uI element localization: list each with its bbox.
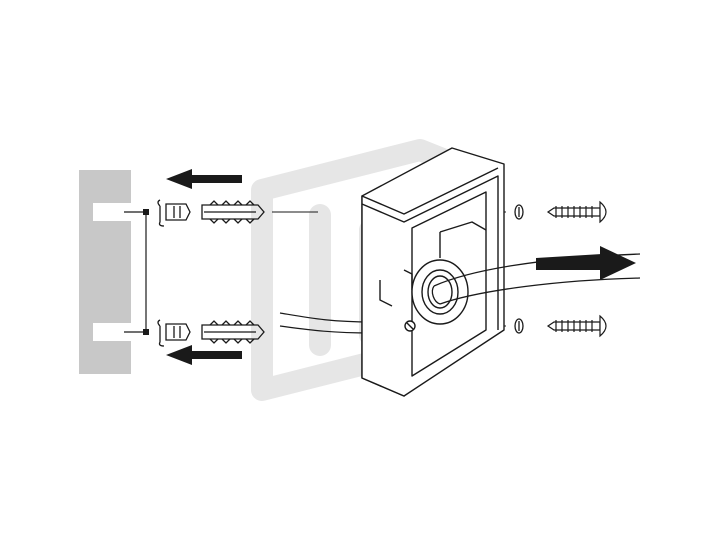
lower-anchor bbox=[157, 319, 191, 347]
lower-screw bbox=[546, 314, 607, 338]
rear-cable bbox=[279, 312, 373, 334]
upper-anchor bbox=[157, 199, 191, 227]
upper-screw bbox=[546, 200, 607, 224]
upper-washer bbox=[514, 204, 524, 220]
lower-wall-plug bbox=[201, 320, 265, 344]
upper-wall-plug bbox=[201, 200, 265, 224]
cable-grommet bbox=[411, 259, 469, 325]
wall-section bbox=[79, 170, 149, 374]
arrow-left-lower bbox=[166, 345, 242, 365]
lower-washer bbox=[514, 318, 524, 334]
arrow-left-upper bbox=[166, 169, 242, 189]
arrow-right bbox=[536, 246, 636, 280]
